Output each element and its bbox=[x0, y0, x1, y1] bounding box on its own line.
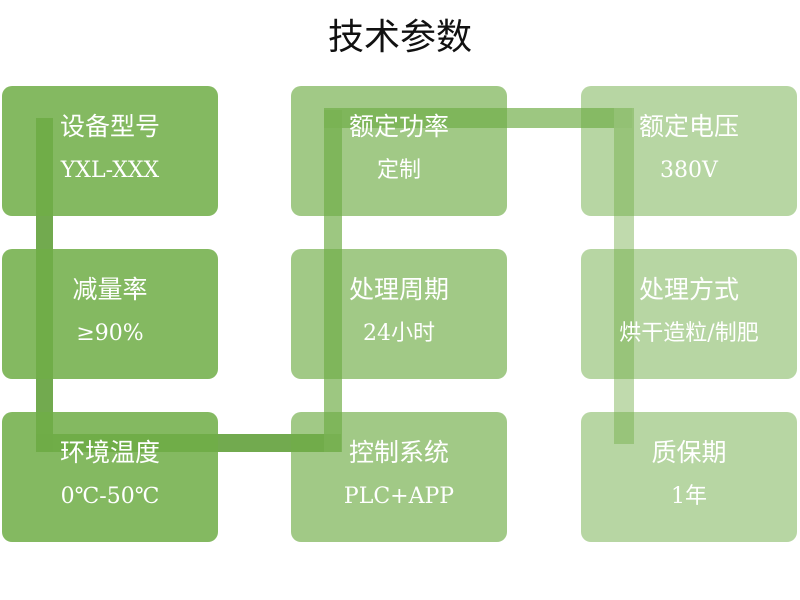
param-value: PLC+APP bbox=[343, 484, 455, 509]
param-label: 额定功率 bbox=[348, 112, 449, 141]
param-card-ambient-temperature: 环境温度 0℃-50℃ bbox=[2, 412, 218, 542]
param-value: YXL-XXX bbox=[60, 158, 160, 183]
param-label: 质保期 bbox=[651, 438, 727, 467]
param-label: 减量率 bbox=[72, 275, 148, 304]
param-label: 控制系统 bbox=[348, 438, 449, 467]
param-label: 处理周期 bbox=[348, 275, 449, 304]
param-label: 环境温度 bbox=[59, 438, 160, 467]
param-card-rated-voltage: 额定电压 380V bbox=[581, 86, 797, 216]
param-value: 烘干造粒/制肥 bbox=[619, 321, 759, 346]
param-value: 定制 bbox=[376, 158, 421, 183]
param-value: 24小时 bbox=[363, 321, 435, 346]
param-card-processing-cycle: 处理周期 24小时 bbox=[291, 249, 507, 379]
param-card-warranty: 质保期 1年 bbox=[581, 412, 797, 542]
param-card-processing-method: 处理方式 烘干造粒/制肥 bbox=[581, 249, 797, 379]
param-label: 额定电压 bbox=[638, 112, 739, 141]
param-card-reduction-rate: 减量率 ≥90% bbox=[2, 249, 218, 379]
param-card-control-system: 控制系统 PLC+APP bbox=[291, 412, 507, 542]
param-value: ≥90% bbox=[76, 321, 144, 346]
param-label: 处理方式 bbox=[638, 275, 739, 304]
param-card-device-model: 设备型号 YXL-XXX bbox=[2, 86, 218, 216]
param-value: 1年 bbox=[671, 484, 707, 509]
page-title: 技术参数 bbox=[327, 17, 472, 58]
param-label: 设备型号 bbox=[59, 112, 160, 141]
param-value: 0℃-50℃ bbox=[60, 484, 160, 509]
param-card-rated-power: 额定功率 定制 bbox=[291, 86, 507, 216]
param-value: 380V bbox=[660, 158, 718, 183]
